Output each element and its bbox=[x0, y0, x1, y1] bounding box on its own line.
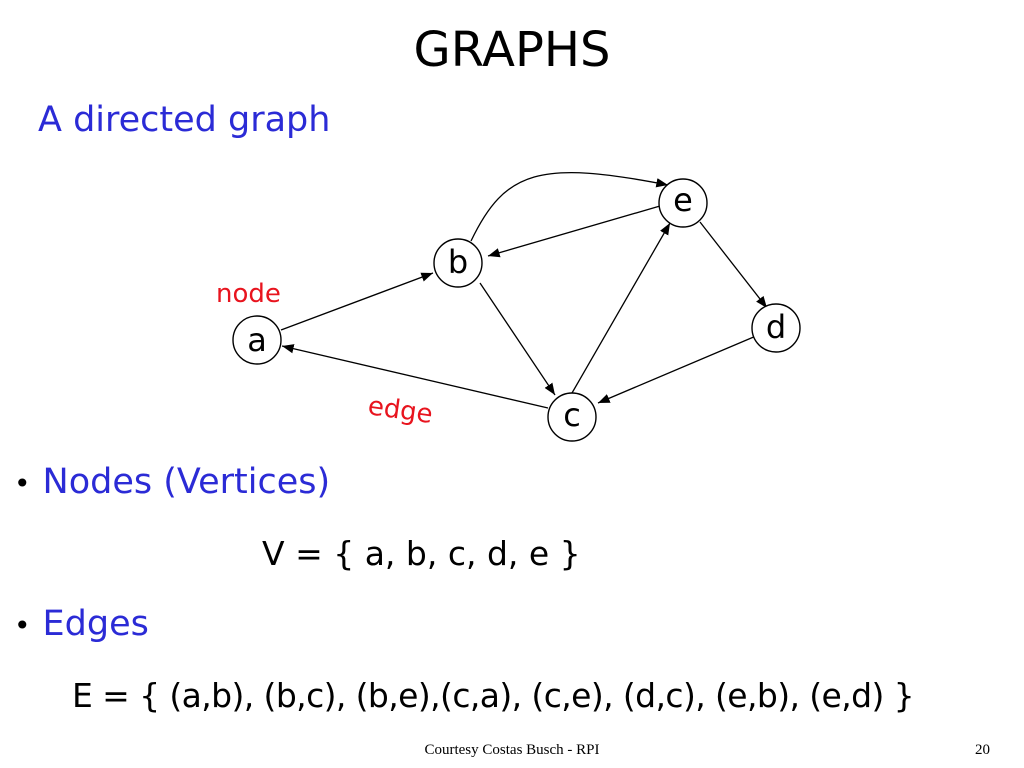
edge-set-formula: E = { (a,b), (b,c), (b,e),(c,a), (c,e), … bbox=[72, 676, 915, 715]
bullet-dot: • bbox=[14, 467, 31, 500]
node-annotation: node bbox=[216, 279, 281, 309]
edge-c-e bbox=[571, 222, 671, 394]
slide-subtitle: A directed graph bbox=[38, 100, 331, 140]
node-d: d bbox=[751, 303, 801, 353]
page-number: 20 bbox=[975, 742, 990, 758]
node-b: b bbox=[433, 238, 483, 288]
edge-c-a bbox=[281, 344, 549, 409]
slide-title: GRAPHS bbox=[413, 22, 611, 78]
node-b-label: b bbox=[448, 243, 468, 281]
vertex-set-formula: V = { a, b, c, d, e } bbox=[262, 534, 581, 573]
node-c: c bbox=[547, 392, 597, 442]
edge-e-d bbox=[699, 221, 768, 309]
node-e-label: e bbox=[673, 181, 693, 219]
node-a: a bbox=[232, 315, 282, 365]
bullet-dot: • bbox=[14, 609, 31, 642]
edge-a-b bbox=[280, 272, 434, 331]
bullet-edges: • Edges bbox=[14, 604, 149, 644]
node-e: e bbox=[658, 178, 708, 228]
node-c-label: c bbox=[563, 396, 581, 434]
slide-footer: Courtesy Costas Busch - RPI bbox=[424, 742, 600, 758]
bullet-nodes: • Nodes (Vertices) bbox=[14, 462, 330, 502]
bullet-nodes-label: Nodes (Vertices) bbox=[42, 462, 331, 502]
edge-annotation: edge bbox=[366, 391, 435, 430]
node-d-label: d bbox=[766, 308, 786, 346]
edge-e-b bbox=[487, 205, 661, 258]
edge-d-c bbox=[597, 335, 757, 404]
node-a-label: a bbox=[247, 321, 267, 359]
edge-b-c bbox=[479, 282, 556, 396]
bullet-edges-label: Edges bbox=[42, 604, 149, 644]
edge-b-e bbox=[470, 171, 669, 242]
